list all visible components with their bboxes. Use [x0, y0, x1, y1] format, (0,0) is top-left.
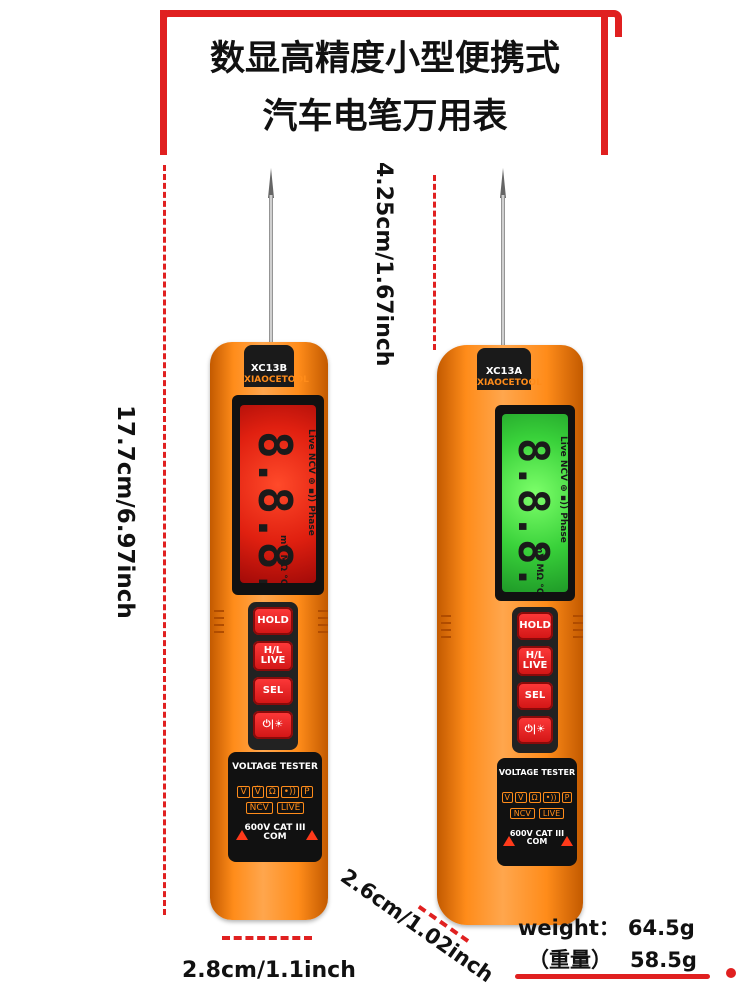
ohm-icon: Ω	[265, 786, 279, 798]
cat-rating: 600V CAT III COM	[509, 829, 565, 847]
ncv-label: NCV	[509, 808, 535, 819]
weight-row-2: （重量） 58.5g	[528, 944, 697, 974]
cat-rating: 600V CAT III COM	[244, 823, 306, 843]
title-line-2: 汽车电笔万用表	[262, 97, 508, 137]
hl-live-button-label: H/L LIVE	[522, 649, 548, 671]
ac-volt-icon: Ṽ	[251, 786, 264, 798]
lcd-digits: 8.8.8.8	[248, 431, 302, 583]
ac-volt-icon: Ṽ	[515, 792, 527, 803]
p-icon: P	[561, 792, 573, 803]
grip-ridge	[318, 610, 328, 612]
live-label: LIVE	[276, 802, 305, 814]
power-backlight-button[interactable]: ⏻|☀	[253, 711, 293, 739]
grip-ridge	[573, 629, 583, 631]
grip-ridge	[214, 617, 224, 619]
dc-volt-icon: V̄	[501, 792, 514, 803]
dc-volt-icon: V̄	[237, 786, 250, 798]
buzzer-icon: •))	[280, 786, 300, 798]
weight-value-2: 58.5g	[630, 948, 697, 972]
brand-label: XIAOCETOOL	[244, 375, 309, 385]
front-width-line	[222, 936, 312, 940]
lcd-modes: Live NCV ⊕ ▪)) Phase	[306, 429, 316, 536]
hl-live-button-label: H/L LIVE	[260, 644, 286, 666]
lcd-bezel: 8.8.8.8 mV MΩ °C°F Live NCV ⊕ ▪)) Phase	[232, 395, 324, 595]
grip-ridge	[573, 615, 583, 617]
brand-label: XIAOCETOOL	[477, 378, 542, 388]
title-frame-left	[160, 10, 167, 155]
weight-label: weight	[518, 916, 599, 940]
title-line-1: 数显高精度小型便携式	[209, 39, 560, 79]
grip-ridge	[441, 622, 451, 624]
grip-ridge	[318, 631, 328, 633]
pen-head: XC13A XIAOCETOOL	[477, 348, 542, 390]
warning-icon	[306, 830, 318, 840]
model-label: XC13B	[250, 363, 288, 374]
weight-label-cn: （重量）	[528, 948, 612, 972]
lcd-units: mV MΩ °C°F	[278, 535, 288, 583]
weight-underline	[515, 974, 710, 979]
grip-ridge	[318, 617, 328, 619]
probe	[269, 195, 273, 345]
sel-button[interactable]: SEL	[253, 677, 293, 705]
p-icon: P	[301, 786, 313, 798]
weight-value-1: 64.5g	[627, 916, 695, 940]
ncv-label: NCV	[245, 802, 273, 814]
weight-colon: ：	[598, 916, 620, 940]
sel-button-label: SEL	[524, 689, 546, 701]
lcd-bezel: 8.8.8.8 mV MΩ °C°F Live NCV ⊕ ▪)) Phase	[495, 405, 575, 601]
probe	[501, 195, 505, 345]
grip-ridge	[214, 624, 224, 626]
title-frame-right	[601, 10, 608, 155]
grip-ridge	[573, 622, 583, 624]
voltage-tester-label: VOLTAGE TESTER	[232, 762, 318, 772]
total-length-label: 17.7cm/6.97inch	[112, 405, 138, 619]
buzzer-icon: •))	[542, 792, 560, 803]
grip-ridge	[441, 615, 451, 617]
hold-button[interactable]: HOLD	[517, 612, 553, 640]
probe-length-line	[433, 175, 436, 350]
hold-button[interactable]: HOLD	[253, 607, 293, 635]
warning-icon	[503, 836, 515, 846]
grip-ridge	[214, 631, 224, 633]
weight-row-1: weight： 64.5g	[518, 912, 695, 942]
hl-live-button[interactable]: H/L LIVE	[517, 646, 553, 676]
lcd-units: mV MΩ °C°F	[534, 544, 544, 592]
red-dot	[726, 968, 736, 978]
lcd-screen: 8.8.8.8 mV MΩ °C°F Live NCV ⊕ ▪)) Phase	[240, 405, 316, 583]
lcd-screen: 8.8.8.8 mV MΩ °C°F Live NCV ⊕ ▪)) Phase	[502, 414, 568, 592]
sel-button[interactable]: SEL	[517, 682, 553, 710]
hold-button-label: HOLD	[257, 614, 289, 626]
front-width-label: 2.8cm/1.1inch	[182, 958, 356, 983]
pen-head: XC13B XIAOCETOOL	[244, 345, 309, 387]
probe-length-label: 4.25cm/1.67inch	[371, 162, 396, 367]
ohm-icon: Ω	[528, 792, 541, 803]
grip-ridge	[441, 629, 451, 631]
hl-live-button[interactable]: H/L LIVE	[253, 641, 293, 671]
probe-tip	[268, 168, 274, 198]
sel-button-label: SEL	[262, 684, 284, 696]
grip-ridge	[441, 636, 451, 638]
power-icon: ⏻|☀	[262, 718, 284, 730]
warning-icon	[561, 836, 573, 846]
voltage-tester-label: VOLTAGE TESTER	[498, 768, 576, 777]
power-icon: ⏻|☀	[524, 723, 546, 735]
grip-ridge	[573, 636, 583, 638]
live-label: LIVE	[538, 808, 565, 819]
power-backlight-button[interactable]: ⏻|☀	[517, 716, 553, 744]
lcd-modes: Live NCV ⊕ ▪)) Phase	[558, 436, 568, 543]
warning-icon	[236, 830, 248, 840]
grip-ridge	[318, 624, 328, 626]
model-label: XC13A	[485, 366, 523, 377]
probe-tip	[500, 168, 506, 198]
total-length-line	[163, 165, 166, 915]
hold-button-label: HOLD	[519, 619, 551, 631]
grip-ridge	[214, 610, 224, 612]
